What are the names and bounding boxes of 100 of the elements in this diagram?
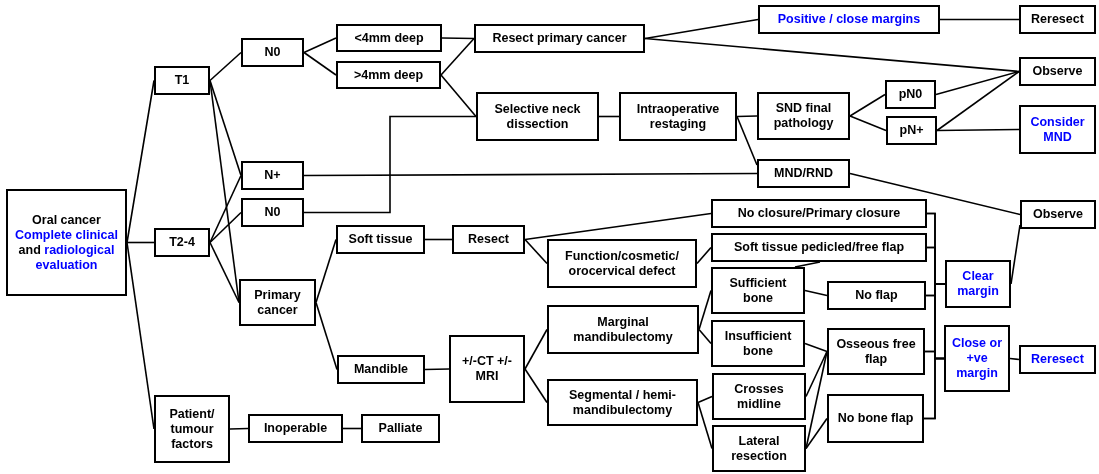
box-label: Clear margin	[956, 269, 1000, 299]
connector-line	[849, 93, 886, 117]
connector-line	[936, 128, 1020, 132]
connector-line	[644, 37, 1020, 73]
connector-line	[1009, 357, 1020, 361]
box-label: Marginal mandibulectomy	[572, 314, 674, 345]
process-box	[758, 5, 940, 34]
connector-line	[303, 115, 477, 214]
box-label: Inoperable	[263, 421, 328, 436]
box-label: T1	[174, 73, 190, 88]
process-box	[886, 116, 937, 145]
connector-line	[804, 342, 828, 353]
box-label: +/-CT +/- MRI	[461, 354, 513, 384]
connector-line	[209, 211, 242, 244]
process-box	[712, 373, 806, 420]
process-box	[474, 24, 645, 53]
connector-line	[209, 51, 242, 82]
connector-line	[524, 328, 548, 370]
process-box	[757, 159, 850, 188]
process-box	[154, 395, 230, 463]
box-label: Selective neck dissection	[493, 101, 582, 132]
box-label: N0	[264, 45, 281, 60]
box-label: Reresect	[1031, 352, 1084, 367]
box-label: Crosses midline	[733, 381, 785, 412]
connector-line	[644, 18, 759, 40]
connector-line	[229, 427, 249, 430]
process-box	[241, 38, 304, 67]
connector-line	[794, 261, 821, 268]
box-label: No closure/Primary closure	[737, 206, 901, 221]
process-box	[547, 239, 697, 288]
box-label: Segmental / hemi-mandibulectomy	[568, 387, 677, 418]
process-box	[711, 233, 927, 262]
connector-line	[805, 417, 828, 450]
process-box	[757, 92, 850, 140]
box-label: T2-4	[169, 235, 195, 250]
process-box	[336, 225, 425, 254]
process-box	[337, 355, 425, 384]
connector-line	[849, 115, 887, 132]
connector-line	[524, 212, 712, 241]
box-label: MND/RND	[774, 166, 833, 181]
process-box	[827, 328, 925, 375]
box-label: Palliate	[378, 421, 423, 436]
process-box	[241, 198, 304, 227]
connector-line	[303, 51, 337, 76]
box-label: Observe	[1033, 207, 1083, 222]
connector-line	[936, 70, 1020, 132]
process-box	[241, 161, 304, 190]
process-box	[1019, 57, 1096, 86]
process-box	[154, 228, 210, 257]
box-label: Lateral resection	[730, 433, 788, 464]
connector-line	[698, 328, 712, 345]
box-label: pN0	[898, 87, 923, 102]
box-label: Soft tissue	[348, 232, 413, 247]
box-label: Observe	[1032, 64, 1083, 79]
process-box	[1019, 5, 1096, 34]
box-label: Soft tissue pedicled/free flap	[733, 240, 905, 255]
box-label: pN+	[899, 123, 924, 138]
connector-line	[424, 238, 453, 241]
connector-line	[935, 70, 1020, 96]
box-label: Mandible	[353, 362, 409, 377]
process-box	[547, 379, 698, 426]
connector-line	[126, 241, 155, 244]
box-label: Reresect	[1031, 12, 1084, 27]
box-label: Intraoperative restaging	[635, 101, 721, 132]
process-box	[452, 225, 525, 254]
box-label: Primary cancer	[253, 287, 302, 318]
box-label: Close or +ve margin	[951, 336, 1003, 381]
process-box	[1019, 345, 1096, 374]
process-box	[154, 66, 210, 95]
process-box	[619, 92, 737, 141]
box-label: Oral cancer	[31, 212, 102, 228]
box-label: Positive / close margins	[777, 12, 921, 27]
box-label: Resect primary cancer	[492, 31, 627, 46]
process-box	[945, 260, 1011, 308]
connector-line	[440, 37, 475, 76]
connector-line	[303, 172, 758, 177]
connector-line	[696, 246, 712, 265]
connector-line	[524, 368, 548, 404]
connector-line	[424, 368, 450, 371]
box-label: Sufficient bone	[728, 275, 788, 306]
process-box	[711, 199, 927, 228]
process-box	[711, 320, 805, 367]
box-label: SND final pathology	[772, 101, 835, 131]
box-label: Consider MND	[1029, 114, 1086, 145]
box-label: Complete clinical	[15, 227, 118, 242]
process-box	[336, 24, 442, 52]
process-box	[476, 92, 599, 141]
process-box	[711, 267, 805, 314]
connector-line	[440, 74, 477, 118]
connector-line	[598, 115, 620, 118]
process-box	[885, 80, 936, 109]
box-label: Resect	[468, 232, 509, 247]
process-box	[361, 414, 440, 443]
process-box	[336, 61, 441, 89]
connector-line	[524, 238, 548, 265]
process-box	[827, 281, 926, 310]
connector-line	[736, 115, 758, 118]
connector-line	[697, 395, 713, 404]
process-box	[1019, 105, 1096, 154]
connector-line	[441, 37, 475, 40]
